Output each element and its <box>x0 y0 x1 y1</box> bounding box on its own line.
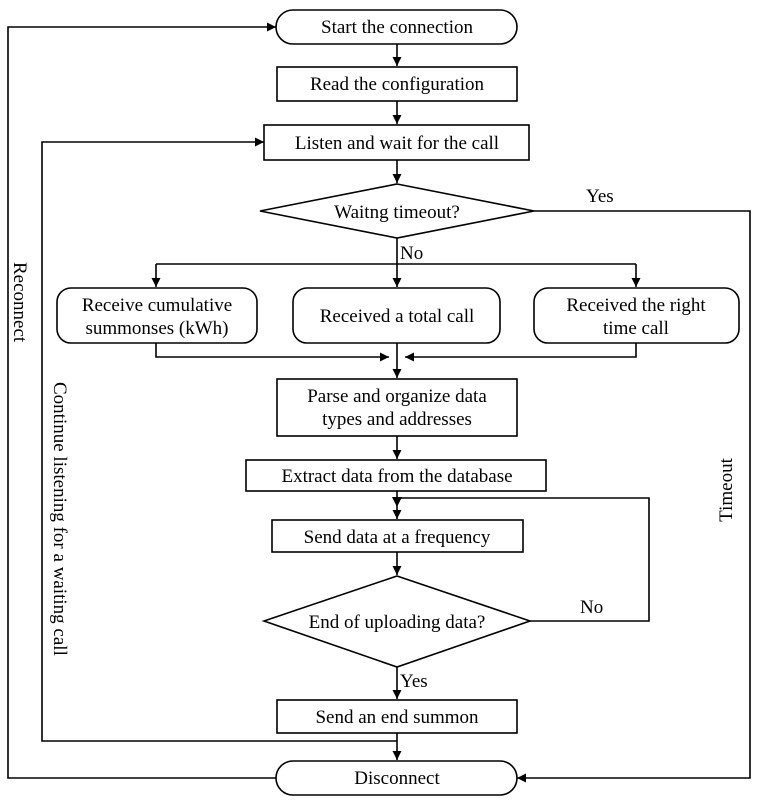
node-send-end: Send an end summon <box>276 699 518 734</box>
label-timeout-no: No <box>400 243 423 264</box>
label-timeout: Timeout <box>716 457 737 521</box>
node-recv-total: Received a total call <box>292 287 501 344</box>
node-extract: Extract data from the database <box>245 459 547 492</box>
node-listen: Listen and wait for the call <box>263 124 530 161</box>
node-send-freq: Send data at a frequency <box>271 519 524 553</box>
node-end-check-label: End of uploading data? <box>309 612 486 633</box>
edge-continue-listening <box>41 137 397 742</box>
node-parse-line1: Parse and organize data <box>307 386 487 407</box>
node-recv-cumulative: Receive cumulative summonses (kWh) <box>56 287 258 344</box>
node-timeout-check-label: Waitng timeout? <box>334 202 460 223</box>
node-end-check: End of uploading data? <box>261 575 533 668</box>
node-recv-cumulative-line1: Receive cumulative <box>82 295 232 316</box>
edge-time-merge <box>405 343 637 362</box>
node-parse-line2: types and addresses <box>322 409 472 430</box>
edge-timeout-yes <box>517 210 751 783</box>
edge-upload-no-loop <box>397 497 650 622</box>
edge-reconnect <box>7 22 276 779</box>
node-disconnect: Disconnect <box>275 760 518 796</box>
node-recv-total-label: Received a total call <box>320 306 475 327</box>
label-upload-no: No <box>580 597 603 618</box>
loop-arrowhead <box>392 497 402 507</box>
node-parse: Parse and organize data types and addres… <box>276 378 518 437</box>
node-start: Start the connection <box>275 9 518 45</box>
node-read-config-label: Read the configuration <box>310 74 485 95</box>
node-send-end-label: Send an end summon <box>315 707 479 728</box>
node-start-label: Start the connection <box>321 17 473 38</box>
node-extract-label: Extract data from the database <box>281 466 512 487</box>
label-timeout-yes: Yes <box>586 186 614 207</box>
connectors <box>7 22 751 783</box>
label-upload-yes: Yes <box>400 671 428 692</box>
node-recv-time-line2: time call <box>603 318 669 339</box>
label-continue-listening: Continue listening for a waiting call <box>49 382 70 656</box>
node-recv-time-line1: Received the right <box>566 295 706 316</box>
node-timeout-check: Waitng timeout? <box>259 183 535 239</box>
node-disconnect-label: Disconnect <box>354 768 440 789</box>
node-listen-label: Listen and wait for the call <box>295 133 499 154</box>
label-reconnect: Reconnect <box>9 262 30 343</box>
node-recv-time: Received the right time call <box>533 287 740 344</box>
node-send-freq-label: Send data at a frequency <box>304 527 491 548</box>
node-recv-cumulative-line2: summonses (kWh) <box>85 318 228 339</box>
edge-cumulative-merge <box>155 343 389 362</box>
node-read-config: Read the configuration <box>276 66 518 102</box>
